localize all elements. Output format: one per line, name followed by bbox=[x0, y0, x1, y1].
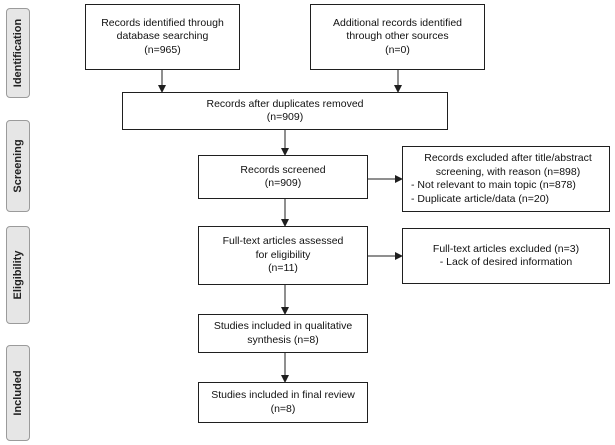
box-line: Records identified through bbox=[101, 16, 224, 29]
box-line: through other sources bbox=[346, 30, 449, 43]
phase-label-eligibility: Eligibility bbox=[6, 226, 30, 324]
box-line: Records screened bbox=[240, 163, 326, 176]
phase-screening-text: Screening bbox=[12, 139, 24, 193]
box-line: for eligibility bbox=[255, 248, 311, 261]
box-count: (n=8) bbox=[270, 402, 296, 415]
box-final-review: Studies included in final review (n=8) bbox=[198, 382, 368, 423]
box-fulltext-assessed: Full-text articles assessed for eligibil… bbox=[198, 226, 368, 285]
box-line: Additional records identified bbox=[333, 16, 462, 29]
box-count: (n=11) bbox=[268, 262, 298, 275]
box-count: (n=909) bbox=[266, 111, 304, 123]
box-fulltext-excluded: Full-text articles excluded (n=3) - Lack… bbox=[402, 228, 610, 284]
box-duplicates-removed: Records after duplicates removed (n=909) bbox=[122, 92, 448, 130]
box-line: database searching bbox=[116, 30, 209, 43]
box-line: Records after duplicates removed bbox=[206, 97, 364, 110]
box-line: Records excluded after title/abstract bbox=[424, 152, 592, 164]
box-other-records: Additional records identified through ot… bbox=[310, 4, 485, 70]
box-count: (n=0) bbox=[385, 43, 410, 56]
phase-eligibility-text: Eligibility bbox=[12, 250, 24, 300]
phase-label-identification: Identification bbox=[6, 8, 30, 98]
box-line: Full-text articles assessed bbox=[222, 235, 344, 248]
exclusion-reason: - Lack of desired information bbox=[439, 256, 573, 268]
phase-label-included: Included bbox=[6, 345, 30, 441]
box-qualitative-synthesis: Studies included in qualitative synthesi… bbox=[198, 314, 368, 353]
phase-label-screening: Screening bbox=[6, 120, 30, 212]
box-records-excluded: Records excluded after title/abstract sc… bbox=[402, 146, 610, 212]
exclusion-reason: - Duplicate article/data (n=20) bbox=[411, 192, 550, 205]
box-count: (n=909) bbox=[264, 177, 302, 189]
box-line: Studies included in final review bbox=[211, 389, 355, 401]
box-database-records: Records identified through database sear… bbox=[85, 4, 240, 70]
box-count: (n=965) bbox=[144, 43, 181, 56]
phase-identification-text: Identification bbox=[12, 18, 24, 88]
box-line: screening, with reason (n=898) bbox=[435, 165, 581, 178]
box-records-screened: Records screened (n=909) bbox=[198, 155, 368, 199]
phase-included-text: Included bbox=[12, 370, 24, 416]
box-line: Studies included in qualitative bbox=[213, 320, 353, 332]
box-line: synthesis (n=8) bbox=[247, 333, 319, 346]
exclusion-reason: - Not relevant to main topic (n=878) bbox=[411, 179, 576, 191]
box-line: Full-text articles excluded (n=3) bbox=[432, 242, 580, 255]
